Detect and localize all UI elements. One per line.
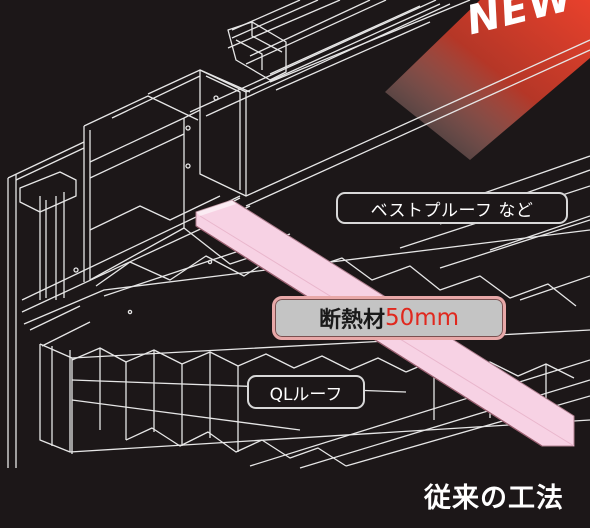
insulation-board-edge [196,200,236,216]
insulation-label-text: 断熱材 [318,308,385,333]
label-vest-proof: ベストプルーフ など [336,192,568,224]
caption-conventional-method: 従来の工法 [424,483,564,514]
insulation-thickness: 50mm [384,305,460,331]
label-ql-roof: QLルーフ [247,375,365,409]
steel-frame-lines [7,0,590,469]
